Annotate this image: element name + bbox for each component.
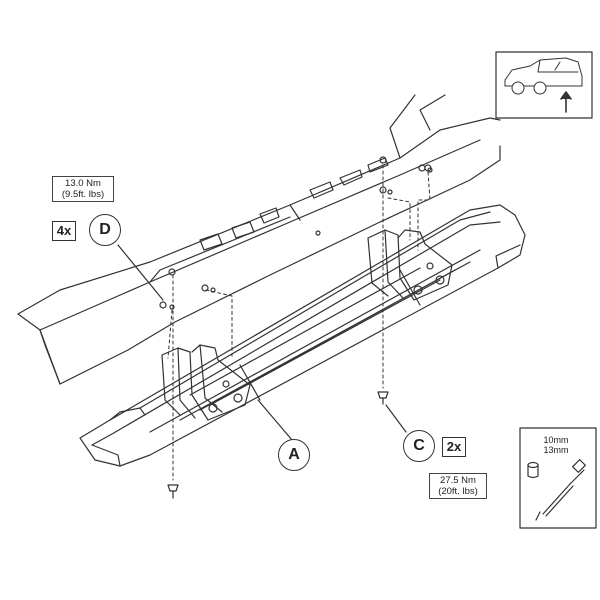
fastener-leader-lines bbox=[167, 164, 431, 481]
tool-size-labels: 10mm 13mm bbox=[526, 435, 586, 455]
torque-spec-c: 27.5 Nm (20ft. lbs) bbox=[429, 473, 487, 499]
arrow-up-icon bbox=[560, 91, 572, 113]
callout-a-leader bbox=[257, 399, 293, 441]
callout-a: A bbox=[278, 439, 310, 471]
bolt-c-1 bbox=[377, 391, 389, 405]
callout-c-leader bbox=[385, 404, 407, 433]
callout-c: C bbox=[403, 430, 435, 462]
callout-d: D bbox=[89, 214, 121, 246]
torque-c-lbs: (20ft. lbs) bbox=[438, 486, 478, 497]
tool-size-10mm: 10mm bbox=[543, 435, 569, 445]
bolt-d-2 bbox=[201, 284, 216, 293]
bolt-d-4 bbox=[418, 164, 433, 173]
running-board bbox=[79, 204, 526, 467]
ratchet-extension-icon bbox=[535, 459, 586, 521]
bolt-c-2 bbox=[167, 484, 179, 499]
torque-d-nm: 13.0 Nm bbox=[65, 178, 101, 189]
mounting-bracket-front bbox=[161, 344, 251, 421]
torque-c-nm: 27.5 Nm bbox=[440, 475, 476, 486]
torque-d-lbs: (9.5ft. lbs) bbox=[61, 189, 105, 200]
vehicle-icon bbox=[504, 57, 583, 95]
bolt-d-1 bbox=[159, 301, 175, 310]
tool-size-13mm: 13mm bbox=[543, 445, 569, 455]
quantity-badge-d: 4x bbox=[52, 221, 76, 241]
socket-icon bbox=[527, 461, 539, 479]
callout-d-leader bbox=[117, 244, 164, 301]
quantity-badge-c: 2x bbox=[442, 437, 466, 457]
torque-spec-d: 13.0 Nm (9.5ft. lbs) bbox=[52, 176, 114, 202]
bolt-d-3 bbox=[379, 186, 393, 195]
vehicle-body-panel bbox=[17, 94, 501, 385]
